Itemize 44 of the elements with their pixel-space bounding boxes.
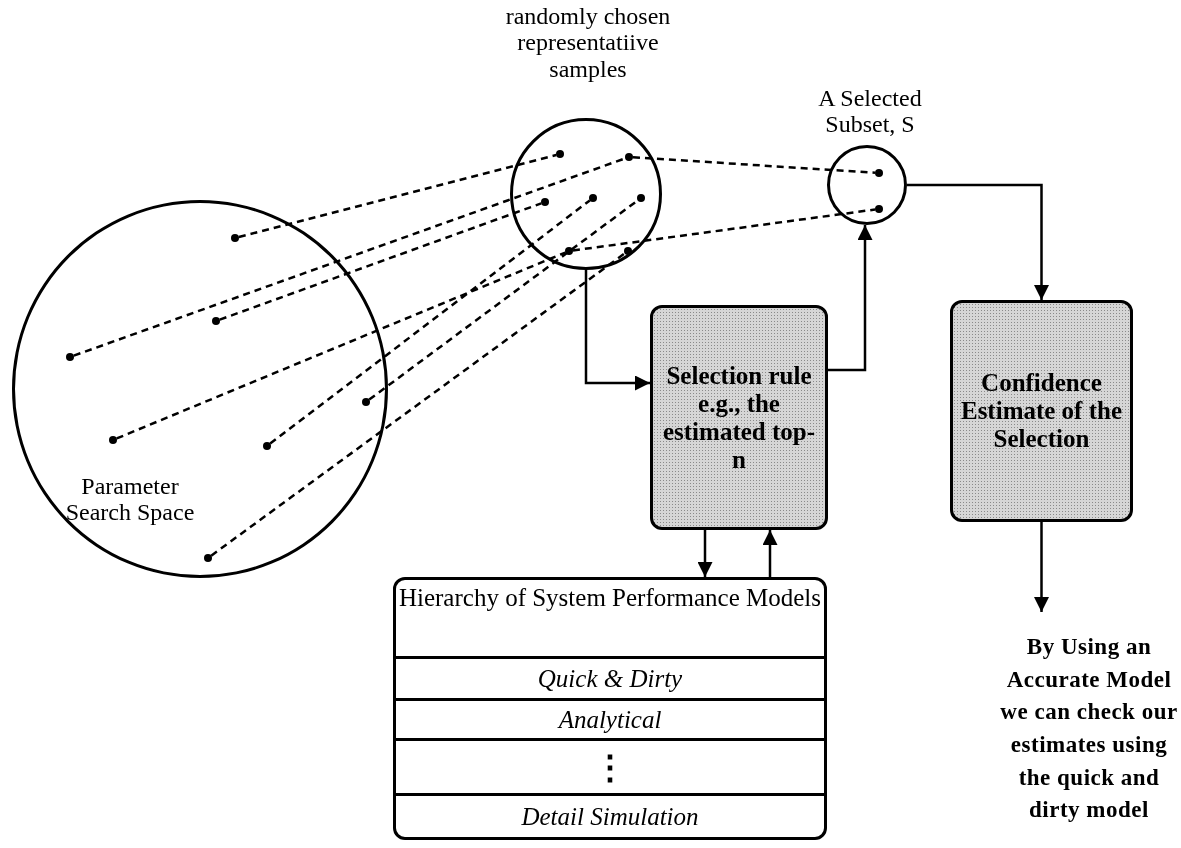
dashed-mapping-line [632,156,876,174]
process-box: Confidence Estimate of the Selection [950,300,1133,522]
dashed-mapping-line [572,208,876,252]
circle-label: Parameter Search Space [64,473,196,526]
arrow [828,225,873,372]
dashed-mapping-line [210,252,626,557]
arrow [1034,522,1049,612]
table-row: Quick & Dirty [396,656,824,698]
sample-point [212,317,220,325]
sample-point [204,554,212,562]
sample-point [637,194,645,202]
table-row: Detail Simulation [396,793,824,837]
circle-heading: A Selected Subset, S [817,85,923,138]
arrow [697,530,713,577]
sample-point [541,198,549,206]
arrow [584,270,650,391]
sample-point [875,169,883,177]
sample-point [109,436,117,444]
sample-point [589,194,597,202]
arrow [762,530,778,577]
sample-point [875,205,883,213]
sample-point [263,442,271,450]
arrow [907,183,1049,300]
search-space-circle [12,200,388,578]
dashed-mapping-line [73,157,626,357]
dashed-mapping-line [269,199,591,445]
dashed-mapping-line [368,199,639,401]
circle-heading: randomly chosen representatiive samples [504,3,672,83]
sample-point [66,353,74,361]
sample-point [231,234,239,242]
model-hierarchy-table [393,577,827,840]
dashed-mapping-line [116,251,566,440]
dashed-mapping-line [219,202,542,321]
table-row: Analytical [396,698,824,738]
sample-point [624,247,632,255]
table-row: ⋮ [396,738,824,793]
process-box: Selection rule e.g., the estimated top-n [650,305,828,530]
dashed-mapping-line [238,153,557,239]
sample-point [565,247,573,255]
sample-point [556,150,564,158]
note-text: By Using an Accurate Model we can check our estimates using the quick and dirty model [1000,612,1178,846]
sample-point [625,153,633,161]
table-heading: Hierarchy of System Performance Models [397,584,823,612]
sample-point [362,398,370,406]
